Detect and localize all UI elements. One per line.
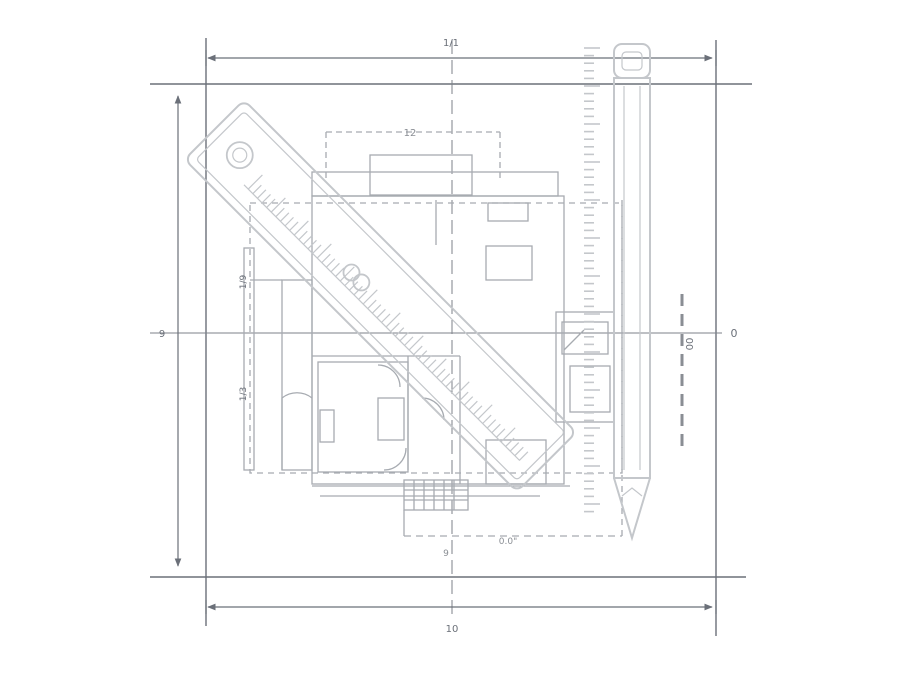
ruler-tick bbox=[427, 359, 437, 369]
ruler-tick bbox=[362, 289, 378, 305]
ruler-tick bbox=[358, 290, 368, 300]
ruler-tick bbox=[348, 281, 359, 291]
ruler-tick bbox=[321, 253, 331, 264]
ruler-tick bbox=[486, 419, 497, 429]
ruler-tick bbox=[505, 437, 515, 447]
ruler-tick bbox=[463, 396, 474, 406]
ruler-tick bbox=[307, 239, 317, 250]
floor-plan bbox=[243, 131, 623, 537]
ruler-tick bbox=[477, 404, 493, 420]
ruler-tick bbox=[445, 377, 455, 388]
ruler-tick bbox=[500, 427, 516, 443]
ruler-tick bbox=[275, 207, 285, 218]
plan-left-lower-label: 1/3 bbox=[239, 387, 249, 401]
ruler-tick bbox=[371, 304, 382, 314]
ruler-tick bbox=[473, 405, 483, 415]
ruler-tick bbox=[339, 266, 355, 282]
ruler-tick bbox=[422, 354, 432, 365]
dimension-right-label: 0 bbox=[731, 327, 738, 340]
ruler-tick bbox=[325, 258, 336, 268]
dimension-lines bbox=[174, 50, 717, 614]
ruler-tick bbox=[344, 276, 354, 287]
frame-lines bbox=[150, 38, 752, 636]
ruler-tick bbox=[491, 423, 501, 434]
ruler-tick bbox=[454, 381, 470, 397]
ruler-tick bbox=[459, 391, 469, 401]
ruler-tick bbox=[468, 400, 478, 411]
dimension-left-label: 9 bbox=[159, 329, 165, 340]
ruler-tick bbox=[381, 313, 391, 323]
ruler-icon bbox=[186, 102, 575, 490]
ruler-tick bbox=[367, 299, 377, 310]
ruler-tick bbox=[353, 285, 363, 296]
ruler-tick bbox=[312, 244, 322, 254]
ruler-tick bbox=[509, 442, 520, 452]
ruler-tick bbox=[330, 262, 340, 273]
plan-left-upper-label: 1/9 bbox=[239, 274, 249, 289]
ruler-tick bbox=[518, 451, 529, 461]
ruler-tick bbox=[266, 198, 276, 208]
ruler-tick bbox=[261, 193, 271, 204]
ruler-tick bbox=[247, 174, 263, 190]
ruler-tick bbox=[431, 358, 447, 374]
ruler-tick bbox=[293, 220, 309, 236]
pencil-icon bbox=[613, 43, 651, 542]
ruler-tick bbox=[390, 322, 400, 333]
ruler-tick bbox=[399, 331, 409, 342]
ruler-tick bbox=[316, 243, 332, 259]
ruler-tick bbox=[385, 312, 401, 328]
plan-top-label: 12 bbox=[404, 128, 417, 139]
ruler-tick bbox=[514, 446, 524, 457]
ruler-tick bbox=[257, 189, 267, 199]
ruler-tick bbox=[408, 335, 424, 351]
ruler-tick bbox=[252, 184, 262, 195]
scale-strip bbox=[584, 47, 600, 513]
dimension-top-label: 1/1 bbox=[443, 38, 459, 49]
ruler-tick bbox=[298, 230, 308, 241]
ruler-tick bbox=[270, 197, 286, 213]
plan-bottom-label: 0.0" bbox=[499, 537, 517, 547]
ruler-tick bbox=[404, 336, 414, 346]
ruler-tick bbox=[302, 235, 313, 245]
plan-bottom-small-label: 9 bbox=[443, 549, 449, 559]
ruler-tick bbox=[417, 350, 428, 360]
ruler-tick bbox=[289, 221, 299, 231]
ruler-tick bbox=[284, 216, 294, 227]
ruler-tick bbox=[376, 308, 386, 319]
ruler-tick bbox=[482, 414, 492, 424]
dimension-bottom-label: 10 bbox=[446, 624, 459, 635]
ruler-tick bbox=[450, 382, 460, 392]
ruler-tick bbox=[394, 327, 405, 337]
ruler-tick bbox=[335, 267, 345, 277]
ruler-tick bbox=[413, 345, 423, 355]
ruler-tick bbox=[436, 368, 446, 378]
ruler-tick bbox=[440, 373, 451, 383]
ruler-tick bbox=[496, 428, 506, 438]
right-vertical-label: 00 bbox=[683, 338, 694, 351]
ruler-tick bbox=[279, 212, 290, 222]
